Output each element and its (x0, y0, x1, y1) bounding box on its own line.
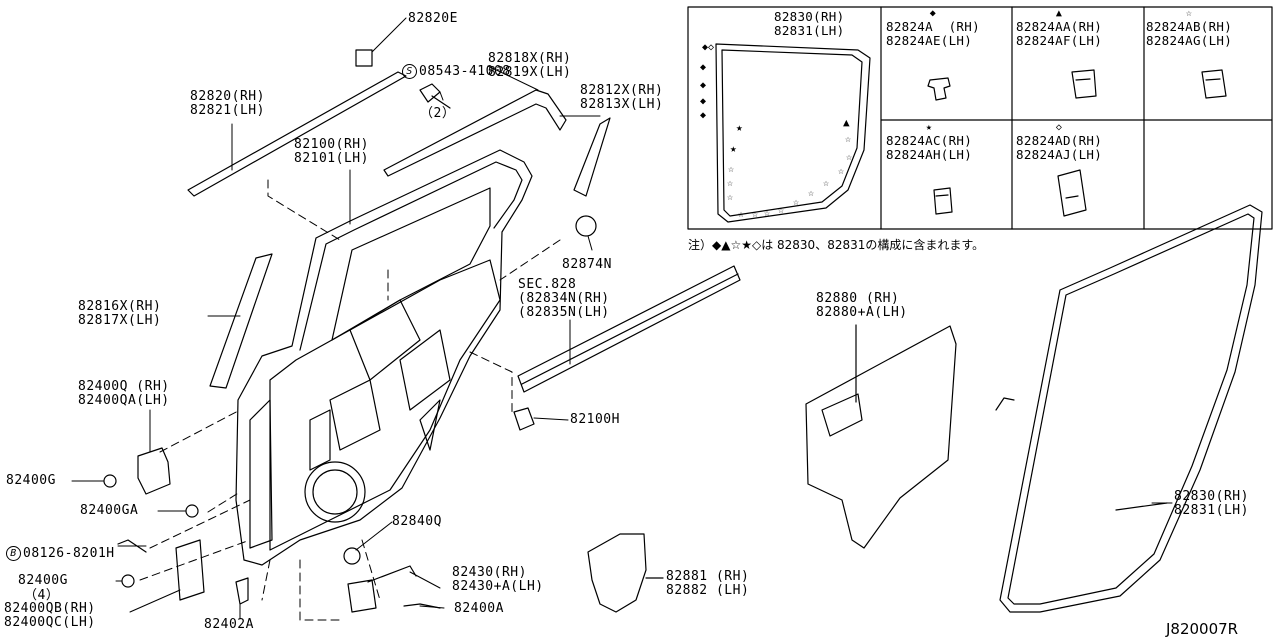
svg-text:★: ★ (736, 121, 743, 134)
diamond-icon: ◆ (929, 8, 937, 19)
svg-text:☆: ☆ (838, 166, 844, 177)
bolt-symbol-icon: B (6, 546, 21, 561)
svg-text:☆: ☆ (764, 208, 770, 219)
svg-text:☆: ☆ (727, 192, 733, 203)
svg-text:☆: ☆ (728, 164, 734, 175)
diagram-reference-number: J820007R (1166, 620, 1239, 638)
callout-82400q: 82400Q (RH)82400QA(LH) (78, 379, 170, 408)
svg-text:◆: ◆ (700, 80, 706, 91)
dashed-guides (139, 179, 561, 621)
triangle-icon: ▲ (1055, 8, 1063, 19)
inset-cell-82824ab: ☆82824AB(RH)82824AG(LH) (1146, 8, 1233, 48)
svg-text:☆: ☆ (846, 152, 852, 163)
inset-cell-82824a: ◆82824A (RH)82824AE(LH) (886, 8, 980, 48)
callout-82100h: 82100H (570, 412, 620, 427)
callout-82874n: 82874N (562, 257, 612, 272)
svg-text:☆: ☆ (738, 209, 744, 220)
callout-82430: 82430(RH)82430+A(LH) (452, 565, 544, 594)
callout-82402a: 82402A (204, 617, 254, 632)
callout-82830-main: 82830(RH)82831(LH) (1174, 489, 1249, 518)
hollow-diamond-icon: ◇ (1055, 122, 1063, 133)
svg-text:▲: ▲ (843, 116, 850, 129)
callout-82400a: 82400A (454, 601, 504, 616)
inset-cell-82824ad: ◇82824AD(RH)82824AJ(LH) (1016, 122, 1103, 162)
sealing-screen-drawing (587, 533, 664, 613)
inset-clip-drawings (927, 69, 1227, 217)
leader-lines (71, 17, 1173, 619)
callout-82880: 82880 (RH)82880+A(LH) (816, 291, 908, 320)
callout-82840q: 82840Q (392, 514, 442, 529)
callout-82400g-upper: 82400G (6, 473, 56, 488)
callout-sec-828: SEC.828(82834N(RH)(82835N(LH) (518, 277, 610, 320)
callout-82812x: 82812X(RH)82813X(LH) (580, 83, 664, 112)
callout-82881: 82881 (RH)82882 (LH) (666, 569, 750, 598)
svg-text:◆◇: ◆◇ (702, 42, 714, 53)
solid-star-icon: ★ (925, 122, 933, 133)
callout-82400g-lower: 82400G (18, 573, 68, 588)
callout-82820e: 82820E (408, 11, 458, 26)
door-weatherstrip-drawing (995, 204, 1263, 613)
svg-text:◆: ◆ (700, 96, 706, 107)
callout-82820: 82820(RH)82821(LH) (190, 89, 265, 118)
svg-text:◆: ◆ (700, 62, 706, 73)
svg-text:☆: ☆ (727, 178, 733, 189)
door-trim-drawing (805, 324, 957, 549)
inset-frame (687, 6, 1273, 230)
door-panel-drawing (235, 149, 533, 566)
svg-text:◆: ◆ (700, 110, 706, 121)
hollow-star-icon: ☆ (1185, 8, 1193, 19)
inset-cell-82824aa: ▲82824AA(RH)82824AF(LH) (1016, 8, 1103, 48)
svg-text:★: ★ (730, 142, 737, 155)
svg-text:☆: ☆ (808, 188, 814, 199)
inset-main-label: 82830(RH)82831(LH) (774, 9, 845, 38)
callout-82400ga: 82400GA (80, 503, 139, 518)
callout-82100: 82100(RH)82101(LH) (294, 137, 369, 166)
svg-text:☆: ☆ (752, 209, 758, 220)
svg-text:☆: ☆ (793, 197, 799, 208)
inset-cell-82824ac: ★82824AC(RH)82824AH(LH) (886, 122, 973, 162)
svg-text:☆: ☆ (823, 178, 829, 189)
callout-82400qb: 82400QB(RH)82400QC(LH) (4, 601, 96, 630)
inset-seal-drawing: ★ ★ ▲ ◆◇ ◆ ◆ ◆ ◆ ☆☆☆ ☆☆☆ ☆☆☆ ☆☆☆☆ (700, 42, 871, 223)
callout-82818x: 82818X(RH)82819X(LH) (488, 51, 572, 80)
svg-text:☆: ☆ (845, 134, 851, 145)
svg-text:☆: ☆ (778, 205, 784, 216)
screw-symbol-icon: S (402, 64, 417, 79)
inset-note: 注）◆▲☆★◇は 82830、82831の構成に含まれます。 (688, 238, 985, 252)
callout-82816x: 82816X(RH)82817X(LH) (78, 299, 162, 328)
